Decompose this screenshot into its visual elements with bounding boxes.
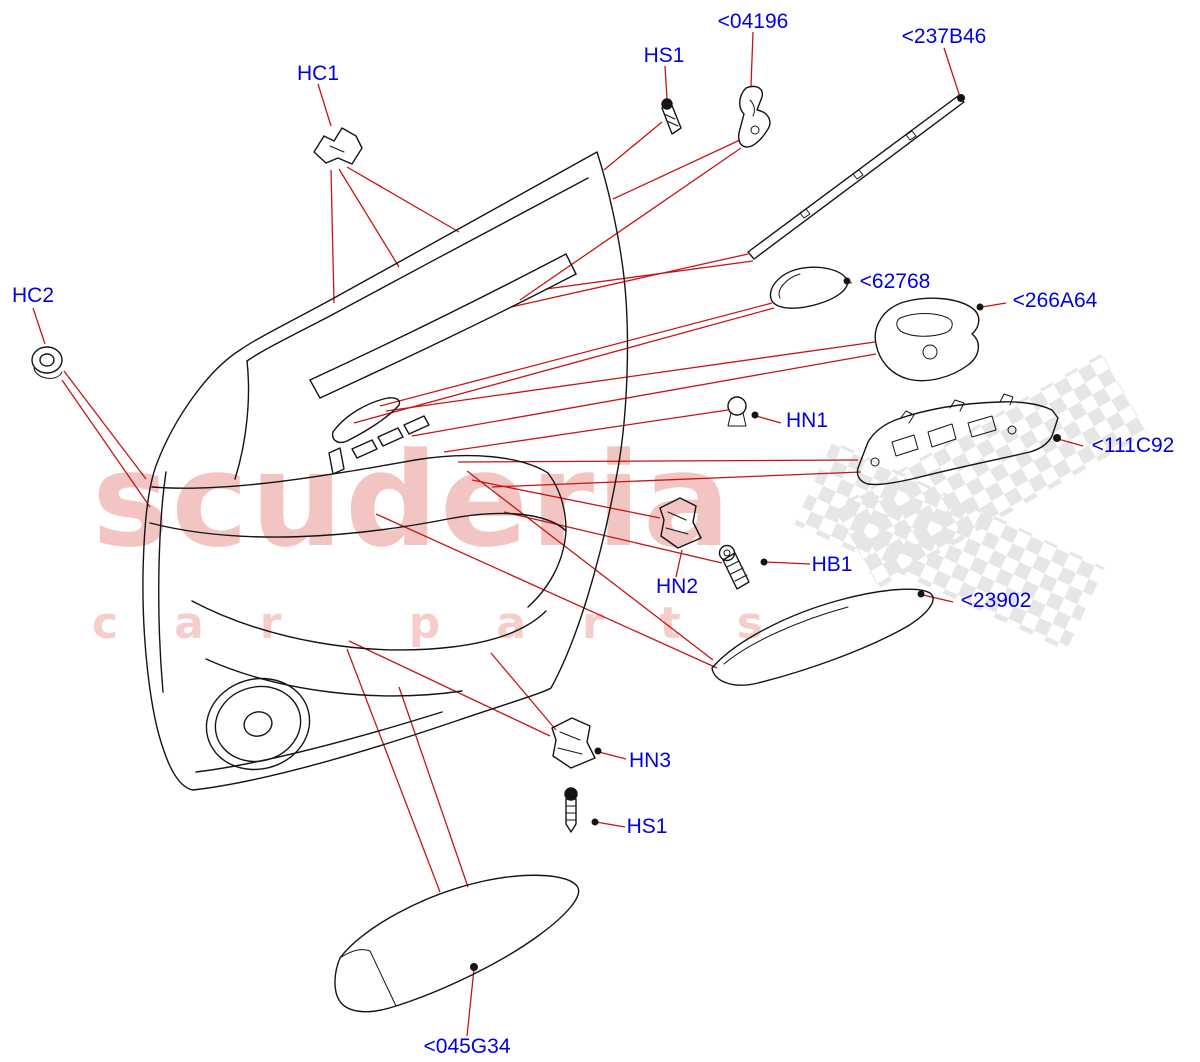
part-04196-handle-bracket bbox=[737, 85, 771, 148]
part-hn3-clip bbox=[551, 717, 596, 769]
part-label-hs1-top[interactable]: HS1 bbox=[644, 44, 685, 67]
part-label-hb1[interactable]: HB1 bbox=[812, 553, 853, 576]
part-label-hs1-bottom[interactable]: HS1 bbox=[627, 815, 668, 838]
part-label-hn3[interactable]: HN3 bbox=[629, 749, 671, 772]
part-label-hc1[interactable]: HC1 bbox=[297, 62, 339, 85]
watermark-brand-text: scuderia bbox=[92, 424, 733, 576]
part-266a64-handle-housing bbox=[874, 297, 980, 382]
part-hc2-grommet bbox=[31, 346, 63, 379]
part-label-hn2[interactable]: HN2 bbox=[656, 575, 698, 598]
part-045g34-armrest-pad bbox=[334, 874, 580, 1013]
leader-dots bbox=[470, 94, 1061, 971]
part-labels: HC1 <04196 HS1 <237B46 HC2 <62768 <266A6… bbox=[12, 10, 1174, 1058]
part-hn2-clip bbox=[659, 497, 702, 549]
part-label-62768[interactable]: <62768 bbox=[860, 270, 931, 293]
part-hc1-clip bbox=[313, 127, 363, 165]
part-label-23902[interactable]: <23902 bbox=[961, 589, 1032, 612]
part-label-hn1[interactable]: HN1 bbox=[786, 409, 828, 432]
part-label-237b46[interactable]: <237B46 bbox=[902, 25, 987, 48]
part-label-045g34[interactable]: <045G34 bbox=[424, 1035, 511, 1058]
part-hn1-plug bbox=[727, 396, 747, 427]
part-hs1-screw-top bbox=[661, 98, 682, 135]
checkered-flag-watermark bbox=[794, 353, 1148, 651]
part-62768-cap bbox=[769, 266, 849, 309]
leader-lines bbox=[32, 31, 1084, 1037]
part-label-04196[interactable]: <04196 bbox=[718, 10, 789, 33]
part-23902-lower-trim bbox=[711, 588, 934, 686]
part-label-266a64[interactable]: <266A64 bbox=[1013, 289, 1098, 312]
part-hs1-screw-bottom bbox=[564, 787, 578, 833]
part-label-111c92[interactable]: <111C92 bbox=[1092, 434, 1175, 457]
part-111c92-switch-bracket bbox=[856, 393, 1059, 486]
part-237b46-trim-strip bbox=[747, 95, 965, 260]
part-label-hc2[interactable]: HC2 bbox=[12, 284, 54, 307]
part-hb1-screw bbox=[718, 544, 750, 590]
door-trim-panel-drawing bbox=[142, 151, 629, 791]
